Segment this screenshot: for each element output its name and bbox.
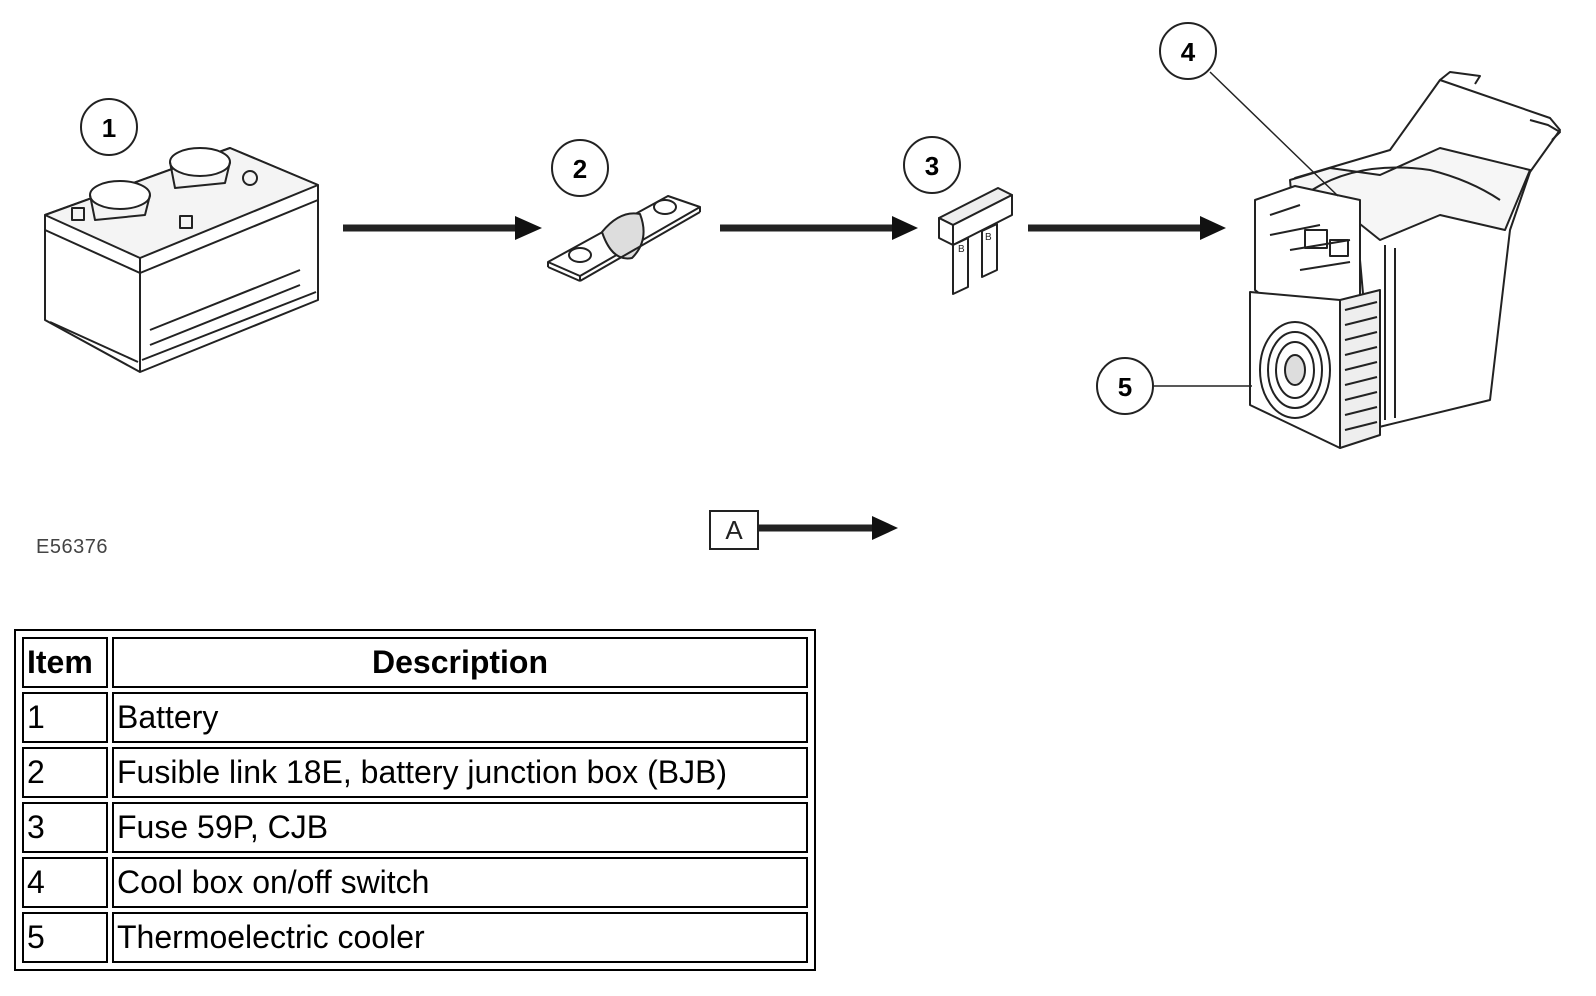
- callout-circle-1: [80, 98, 138, 156]
- item-legend-table: Item Description 1 Battery 2 Fusible lin…: [14, 629, 816, 971]
- battery-illustration: [44, 147, 319, 373]
- table-row: 2 Fusible link 18E, battery junction box…: [22, 747, 808, 798]
- callout-label-2: 2: [573, 154, 587, 184]
- legend-arrow: [758, 516, 898, 540]
- callout-circle-3: [903, 136, 961, 194]
- header-item: Item: [22, 637, 108, 688]
- row-item-number: 5: [22, 912, 108, 963]
- leader-line-4: [1209, 71, 1339, 197]
- table-row: 4 Cool box on/off switch: [22, 857, 808, 908]
- callout-label-3: 3: [925, 151, 939, 181]
- callout-circle-4: [1159, 22, 1217, 80]
- fusible-link-illustration: [547, 195, 701, 282]
- table-header-row: Item Description: [22, 637, 808, 688]
- header-description: Description: [112, 637, 808, 688]
- row-description: Fusible link 18E, battery junction box (…: [112, 747, 808, 798]
- row-item-number: 1: [22, 692, 108, 743]
- row-description: Cool box on/off switch: [112, 857, 808, 908]
- flow-arrow-2: [720, 216, 918, 240]
- circuit-diagram: B B: [44, 22, 1561, 540]
- table-row: 5 Thermoelectric cooler: [22, 912, 808, 963]
- cool-box-illustration: [1249, 71, 1561, 449]
- row-description: Fuse 59P, CJB: [112, 802, 808, 853]
- svg-text:B: B: [958, 244, 965, 255]
- table-row: 3 Fuse 59P, CJB: [22, 802, 808, 853]
- row-description: Thermoelectric cooler: [112, 912, 808, 963]
- callout-label-5: 5: [1118, 372, 1132, 402]
- callout-label-4: 4: [1181, 37, 1196, 67]
- row-item-number: 3: [22, 802, 108, 853]
- flow-arrow-3: [1028, 216, 1226, 240]
- figure-id: E56376: [36, 536, 108, 558]
- items-table: Item Description 1 Battery 2 Fusible lin…: [14, 629, 816, 971]
- legend-symbol-box: A: [709, 510, 759, 550]
- flow-arrow-1: [343, 216, 542, 240]
- row-description: Battery: [112, 692, 808, 743]
- callout-circle-5: [1096, 357, 1154, 415]
- callout-circle-2: [551, 139, 609, 197]
- svg-text:B: B: [985, 232, 992, 243]
- row-item-number: 2: [22, 747, 108, 798]
- row-item-number: 4: [22, 857, 108, 908]
- table-row: 1 Battery: [22, 692, 808, 743]
- callout-label-1: 1: [102, 113, 116, 143]
- fuse-illustration: B B: [938, 187, 1013, 295]
